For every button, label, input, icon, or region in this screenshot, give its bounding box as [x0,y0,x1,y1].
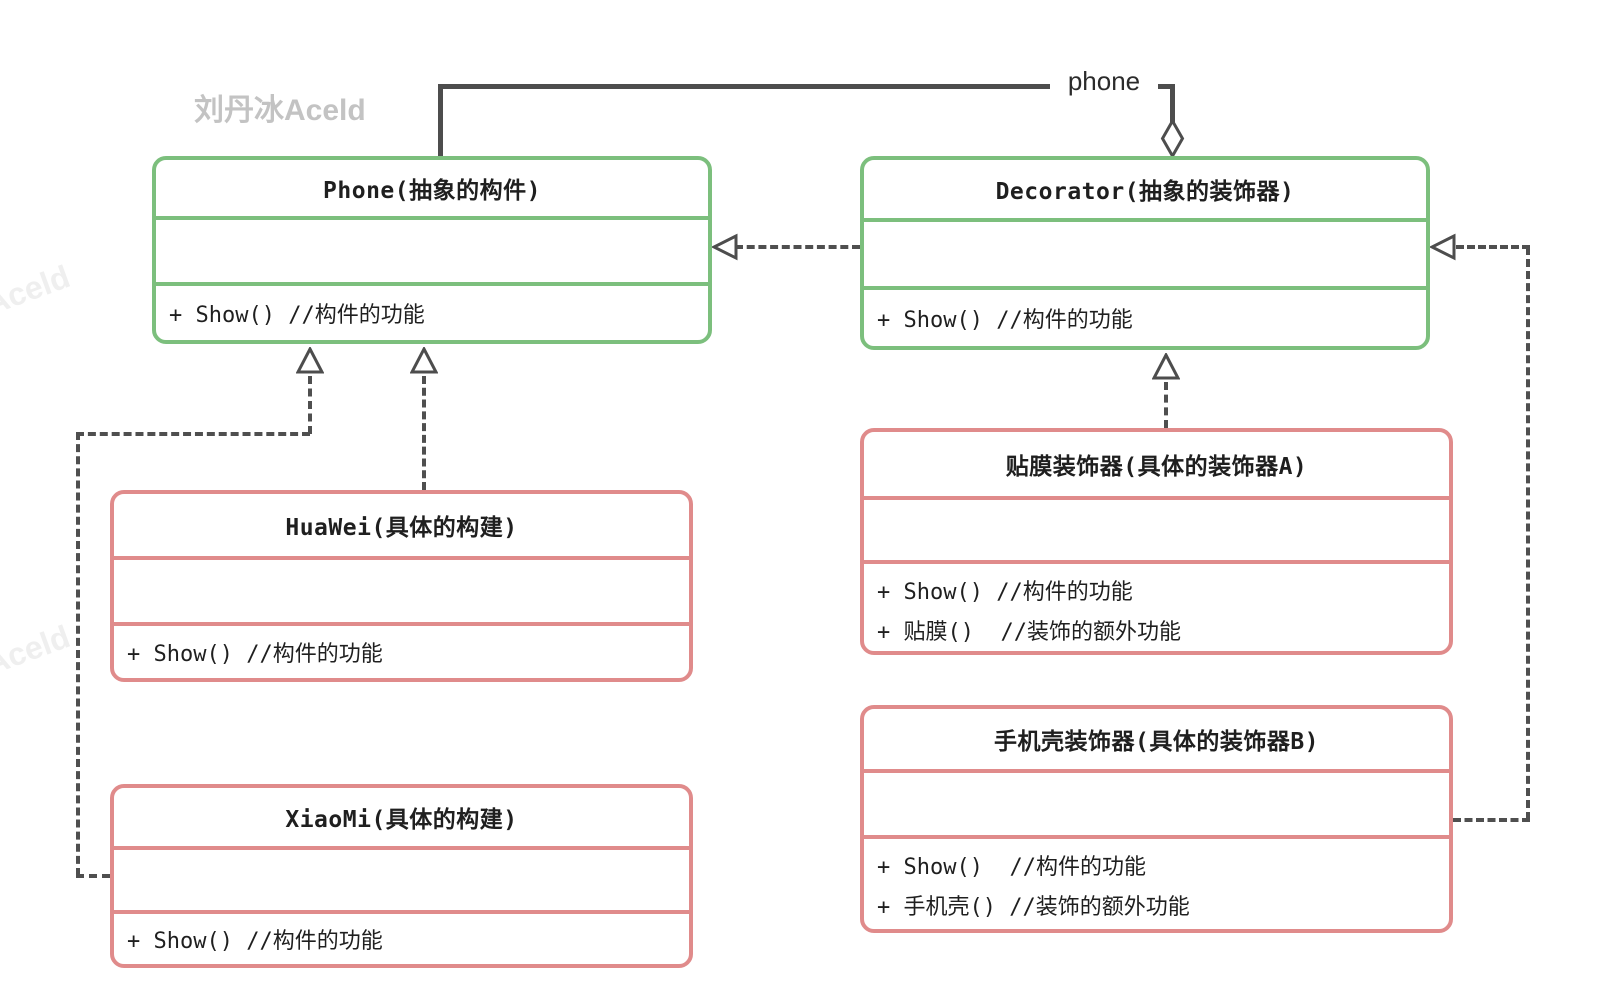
class-title-decorator: Decorator(抽象的装饰器) [995,179,1295,205]
class-attributes-phone [156,216,708,282]
inheritance-arrow-huawei-icon [409,345,439,374]
class-method-line: + Show() //构件的功能 [877,580,1133,605]
dependency-arrow-icon [710,233,738,261]
dependency-line-decorator-phone [735,245,860,249]
aggregation-line-vertical-left [438,84,443,158]
class-box-phone: Phone(抽象的构件) + Show() //构件的功能 [152,156,712,344]
inheritance-line-xiaomi-seg4 [76,874,110,878]
class-title-phone: Phone(抽象的构件) [323,178,541,204]
inheritance-arrow-xiaomi-icon [295,345,325,374]
phone-role-label: phone [1050,66,1158,97]
inheritance-line-huawei [422,376,426,490]
class-box-xiaomi: XiaoMi(具体的构建) + Show() //构件的功能 [110,784,693,968]
inheritance-arrow-case-icon [1428,233,1456,261]
inheritance-line-xiaomi-seg2 [76,432,310,436]
class-attributes-decorator [864,218,1426,286]
class-title-huawei: HuaWei(具体的构建) [285,515,518,541]
class-method-xiaomi: + Show() //构件的功能 [114,910,689,964]
class-box-decorator: Decorator(抽象的装饰器) + Show() //构件的功能 [860,156,1430,350]
class-attributes-huawei [114,556,689,622]
watermark-side-lower: Aceld [0,618,75,682]
class-box-film-decorator: 贴膜装饰器(具体的装饰器A) + Show() //构件的功能 + 贴膜() /… [860,428,1453,655]
class-method-decorator: + Show() //构件的功能 [864,286,1426,346]
watermark-author: 刘丹冰Aceld [194,94,366,127]
inheritance-line-case-seg2 [1526,247,1530,820]
inheritance-line-xiaomi-seg1 [308,376,312,434]
class-box-huawei: HuaWei(具体的构建) + Show() //构件的功能 [110,490,693,682]
class-attributes-xiaomi [114,846,689,910]
class-title-film-decorator: 贴膜装饰器(具体的装饰器A) [1005,454,1308,480]
class-method-huawei: + Show() //构件的功能 [114,622,689,678]
inheritance-line-case-seg1 [1453,818,1530,822]
aggregation-line-vertical-right [1170,84,1175,126]
inheritance-line-xiaomi-seg3 [76,432,80,876]
class-method-line: + 贴膜() //装饰的额外功能 [877,620,1181,645]
watermark-side-upper: Aceld [0,258,75,322]
inheritance-line-case-seg3 [1456,245,1530,249]
aggregation-line-horizontal [438,84,1175,89]
class-title-case-decorator: 手机壳装饰器(具体的装饰器B) [993,729,1320,755]
class-method-line: + Show() //构件的功能 [877,855,1146,880]
inheritance-line-film [1164,382,1168,428]
class-title-xiaomi: XiaoMi(具体的构建) [285,807,518,833]
class-method-line: + 手机壳() //装饰的额外功能 [877,895,1190,920]
class-attributes-case-decorator [864,769,1449,835]
class-box-case-decorator: 手机壳装饰器(具体的装饰器B) + Show() //构件的功能 + 手机壳()… [860,705,1453,933]
class-attributes-film-decorator [864,496,1449,560]
class-methods-case-decorator: + Show() //构件的功能 + 手机壳() //装饰的额外功能 [864,835,1449,929]
aggregation-diamond-icon [1160,117,1185,160]
inheritance-arrow-film-icon [1151,351,1181,380]
class-method-phone: + Show() //构件的功能 [156,282,708,340]
class-methods-film-decorator: + Show() //构件的功能 + 贴膜() //装饰的额外功能 [864,560,1449,651]
